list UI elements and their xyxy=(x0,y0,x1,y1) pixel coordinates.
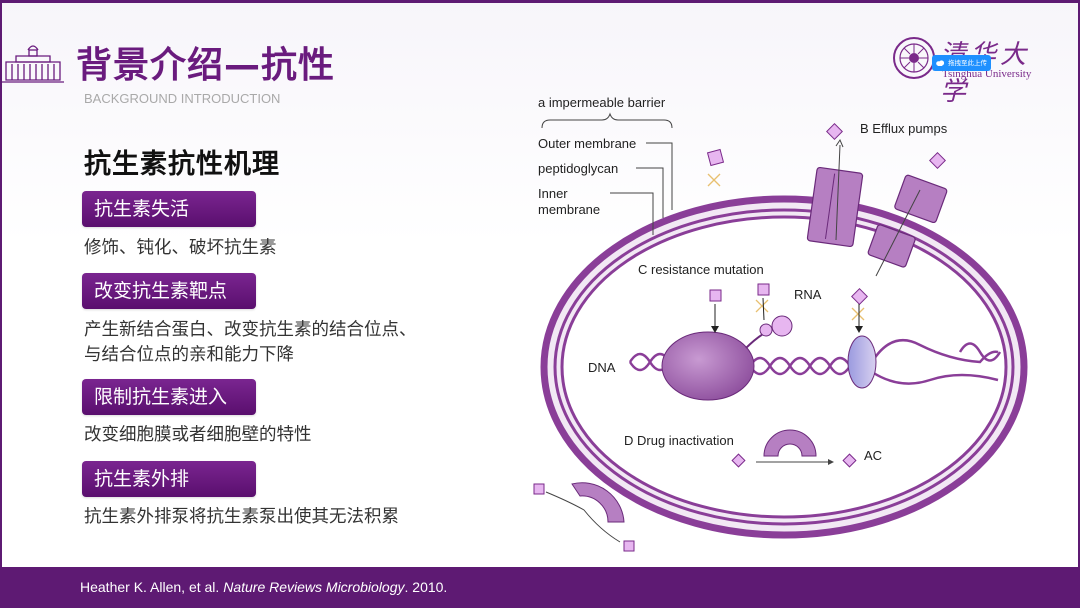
desc-line: 与结合位点的亲和能力下降 xyxy=(84,345,294,365)
inner-membrane-label-1: Inner xyxy=(538,186,568,201)
mechanism-desc-entry: 改变细胞膜或者细胞壁的特性 xyxy=(84,423,312,448)
tsinghua-building-icon xyxy=(2,45,64,83)
desc-line: 抗生素外排泵将抗生素泵出使其无法积累 xyxy=(84,507,399,527)
antibiotic-molecule xyxy=(757,283,770,296)
antibiotic-molecule xyxy=(709,289,722,302)
citation: Heather K. Allen, et al. Nature Reviews … xyxy=(80,579,447,595)
upload-badge[interactable]: 拖拽至此上传 xyxy=(932,55,991,71)
desc-line: 改变细胞膜或者细胞壁的特性 xyxy=(84,425,312,445)
desc-line: 修饰、钝化、破坏抗生素 xyxy=(84,238,277,258)
peptidoglycan-label: peptidoglycan xyxy=(538,161,618,176)
ribosome-large xyxy=(771,315,793,337)
citation-authors: Heather K. Allen, et al. xyxy=(80,579,224,595)
upload-badge-label: 拖拽至此上传 xyxy=(948,59,987,67)
drug-inactivation-label: D Drug inactivation xyxy=(624,433,734,448)
inner-membrane-label-2: membrane xyxy=(538,202,600,217)
modified-antibiotic xyxy=(842,453,857,468)
right-border xyxy=(1078,0,1080,608)
inner-membrane xyxy=(560,215,1008,519)
antibiotic-molecule xyxy=(826,123,843,140)
target-protein xyxy=(847,335,877,389)
ac-label: AC xyxy=(864,448,882,463)
barrier-label: a impermeable barrier xyxy=(538,95,666,110)
mechanism-tag-efflux: 抗生素外排 xyxy=(82,461,256,497)
peptidoglycan-layer xyxy=(553,208,1015,526)
dna-polymerase xyxy=(661,331,755,401)
desc-line: 产生新结合蛋白、改变抗生素的结合位点、 xyxy=(84,320,417,340)
mechanism-desc-inactivation: 修饰、钝化、破坏抗生素 xyxy=(84,236,277,261)
page-subtitle: BACKGROUND INTRODUCTION xyxy=(84,91,281,106)
antibiotic-molecule xyxy=(851,288,868,305)
inner-leader xyxy=(610,192,654,235)
antibiotic-molecule xyxy=(929,152,946,169)
barrier-brace xyxy=(541,112,673,129)
page-title: 背景介绍—抗性 xyxy=(76,45,336,86)
efflux-pump-2a xyxy=(894,174,948,224)
left-border xyxy=(0,0,2,608)
footer-bar: Heather K. Allen, et al. Nature Reviews … xyxy=(0,567,1080,608)
resistance-mechanism-diagram: a impermeable barrier Outer membrane pep… xyxy=(533,95,1028,552)
dna-label: DNA xyxy=(588,360,616,375)
outer-leader xyxy=(646,142,673,210)
citation-year: . 2010. xyxy=(404,579,448,595)
logo-english-name: Tsinghua University xyxy=(942,68,1032,80)
mechanism-desc-target: 产生新结合蛋白、改变抗生素的结合位点、 与结合位点的亲和能力下降 xyxy=(84,318,417,368)
outer-membrane-label: Outer membrane xyxy=(538,136,636,151)
citation-journal: Nature Reviews Microbiology xyxy=(223,579,405,595)
mutation-label: C resistance mutation xyxy=(638,262,764,277)
antibiotic-molecule xyxy=(731,453,746,468)
efflux-pump-1 xyxy=(806,166,864,248)
mechanism-tag-entry: 限制抗生素进入 xyxy=(82,379,256,415)
mechanism-tag-inactivation: 抗生素失活 xyxy=(82,191,256,227)
rna-label: RNA xyxy=(794,287,822,302)
antibiotic-molecule xyxy=(533,483,545,495)
section-heading: 抗生素抗性机理 xyxy=(84,149,280,180)
external-enzyme xyxy=(571,482,625,523)
mechanism-desc-efflux: 抗生素外排泵将抗生素泵出使其无法积累 xyxy=(84,505,399,530)
ribosome-small xyxy=(759,323,773,337)
tsinghua-emblem-icon xyxy=(893,37,935,79)
pepti-leader xyxy=(636,167,664,218)
mechanism-tag-target: 改变抗生素靶点 xyxy=(82,273,256,309)
antibiotic-molecule xyxy=(623,540,635,552)
antibiotic-molecule xyxy=(706,148,725,167)
top-border xyxy=(0,0,1080,3)
efflux-label: B Efflux pumps xyxy=(860,121,948,136)
inactivating-enzyme xyxy=(763,429,817,457)
upload-cloud-icon xyxy=(936,60,945,66)
